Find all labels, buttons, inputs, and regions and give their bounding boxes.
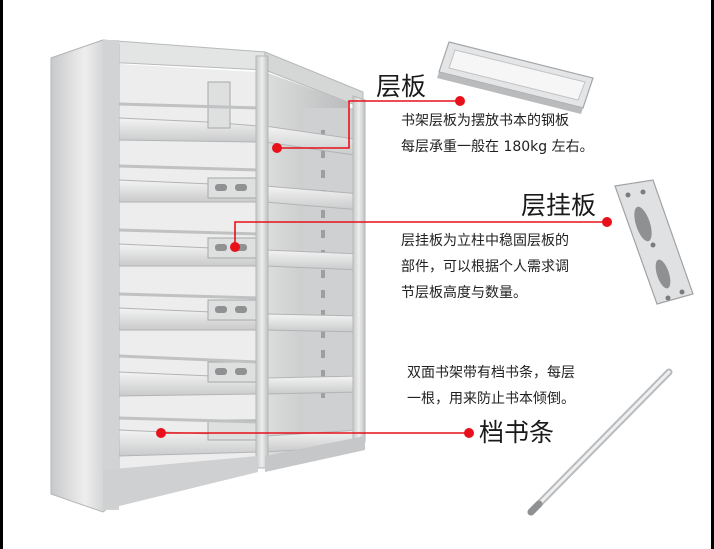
shelf-board-title: 层板 (376, 72, 427, 101)
hanging-plate-product-image (614, 179, 694, 305)
hanging-plate-line-3: 节层板高度与数量。 (401, 285, 527, 301)
shelf-board-end-dot (455, 96, 465, 106)
hanging-plate-leader (234, 221, 607, 247)
book-stopper-dot (156, 428, 166, 438)
hanging-plate-title: 层挂板 (521, 191, 597, 220)
shelf-board-line-2: 每层承重一般在 180kg 左右。 (401, 139, 594, 155)
hanging-plate-dot (230, 242, 240, 252)
book-stopper-line-2: 一根，用来防止书本倾倒。 (407, 391, 575, 407)
hanging-plate-line-2: 部件，可以根据个人需求调 (401, 259, 569, 275)
bookshelf-product-image (50, 39, 366, 513)
shelf-board-dot (272, 143, 282, 153)
shelf-board-line-1: 书架层板为摆放书本的钢板 (401, 113, 569, 129)
book-stopper-end-dot (464, 428, 474, 438)
hanging-plate-end-dot (602, 217, 612, 227)
shelf-board-product-image (437, 41, 594, 114)
hanging-plate-line-1: 层挂板为立柱中稳固层板的 (401, 233, 569, 249)
book-stopper-line-1: 双面书架带有档书条，每层 (407, 365, 575, 381)
shelf-board-leader (277, 100, 460, 149)
callout-lines (156, 96, 612, 438)
book-stopper-description: 双面书架带有档书条，每层 一根，用来防止书本倾倒。 (407, 360, 575, 412)
hanging-plate-description: 层挂板为立柱中稳固层板的 部件，可以根据个人需求调 节层板高度与数量。 (401, 228, 569, 306)
shelf-board-description: 书架层板为摆放书本的钢板 每层承重一般在 180kg 左右。 (401, 108, 594, 160)
stopper-bar-product-image (527, 368, 673, 516)
book-stopper-title: 档书条 (479, 418, 555, 447)
